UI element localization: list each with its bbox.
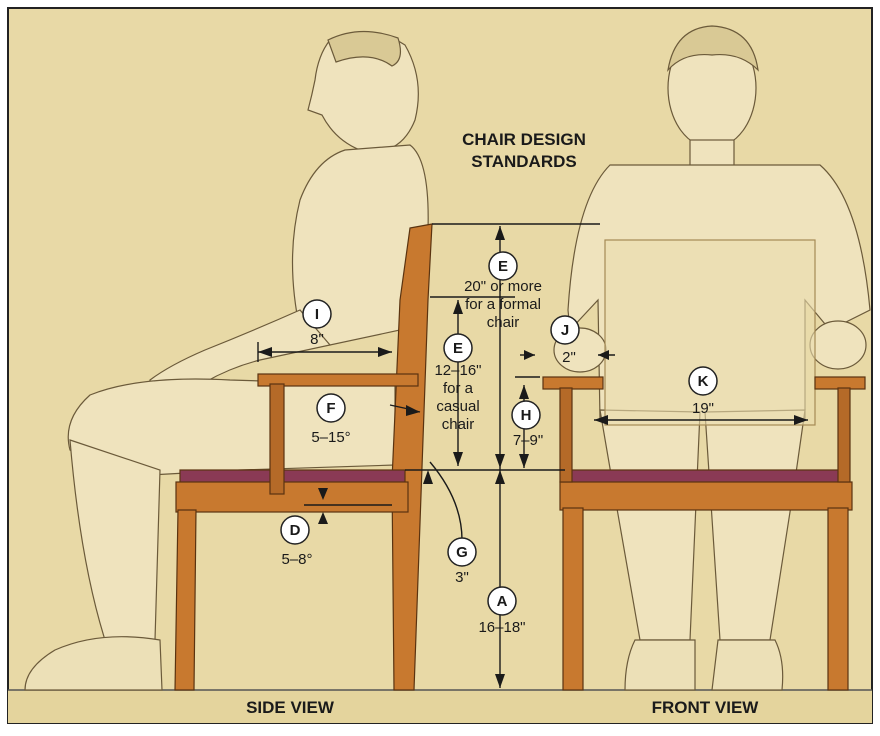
- svg-text:for a formal: for a formal: [465, 296, 541, 313]
- side-view-chair: [174, 223, 433, 691]
- label-h: H 7–9": [511, 400, 543, 449]
- svg-text:E: E: [498, 258, 508, 275]
- title-line-1: CHAIR DESIGN: [462, 130, 586, 149]
- label-j: J 2": [550, 315, 580, 366]
- label-f: F 5–15°: [311, 393, 351, 446]
- svg-text:F: F: [326, 400, 335, 417]
- side-view-caption: SIDE VIEW: [246, 698, 335, 717]
- label-d: D 5–8°: [280, 515, 313, 568]
- svg-text:D: D: [290, 522, 301, 539]
- svg-text:20" or more: 20" or more: [464, 278, 542, 295]
- svg-text:A: A: [497, 593, 508, 610]
- front-view-caption: FRONT VIEW: [652, 698, 760, 717]
- svg-text:I: I: [315, 306, 319, 323]
- svg-text:H: H: [521, 407, 532, 424]
- floor-band: [8, 690, 872, 723]
- label-k: K 19": [688, 366, 718, 417]
- svg-text:12–16": 12–16": [434, 362, 481, 379]
- svg-text:for a: for a: [443, 380, 474, 397]
- label-g: G 3": [447, 537, 477, 586]
- label-e-casual: E 12–16" for a casual chair: [434, 333, 482, 433]
- svg-text:7–9": 7–9": [513, 432, 543, 449]
- svg-text:chair: chair: [487, 314, 520, 331]
- svg-text:5–15°: 5–15°: [311, 429, 350, 446]
- label-i: I 8": [302, 299, 332, 348]
- label-e-formal: E 20" or more for a formal chair: [464, 251, 542, 331]
- front-view-chair: [542, 239, 866, 691]
- svg-text:chair: chair: [442, 416, 475, 433]
- dimension-lines: [257, 223, 808, 688]
- title-line-2: STANDARDS: [471, 152, 576, 171]
- label-a: A 16–18": [478, 586, 526, 636]
- svg-text:J: J: [561, 322, 569, 339]
- svg-text:2": 2": [562, 349, 576, 366]
- svg-text:5–8°: 5–8°: [281, 551, 312, 568]
- svg-text:8": 8": [310, 331, 324, 348]
- svg-text:E: E: [453, 340, 463, 357]
- side-view-person: [24, 30, 429, 691]
- svg-text:3": 3": [455, 569, 469, 586]
- svg-text:16–18": 16–18": [478, 619, 525, 636]
- svg-text:casual: casual: [436, 398, 479, 415]
- svg-text:19": 19": [692, 400, 714, 417]
- svg-text:G: G: [456, 544, 468, 561]
- arrowheads: [258, 226, 808, 688]
- svg-text:K: K: [698, 373, 709, 390]
